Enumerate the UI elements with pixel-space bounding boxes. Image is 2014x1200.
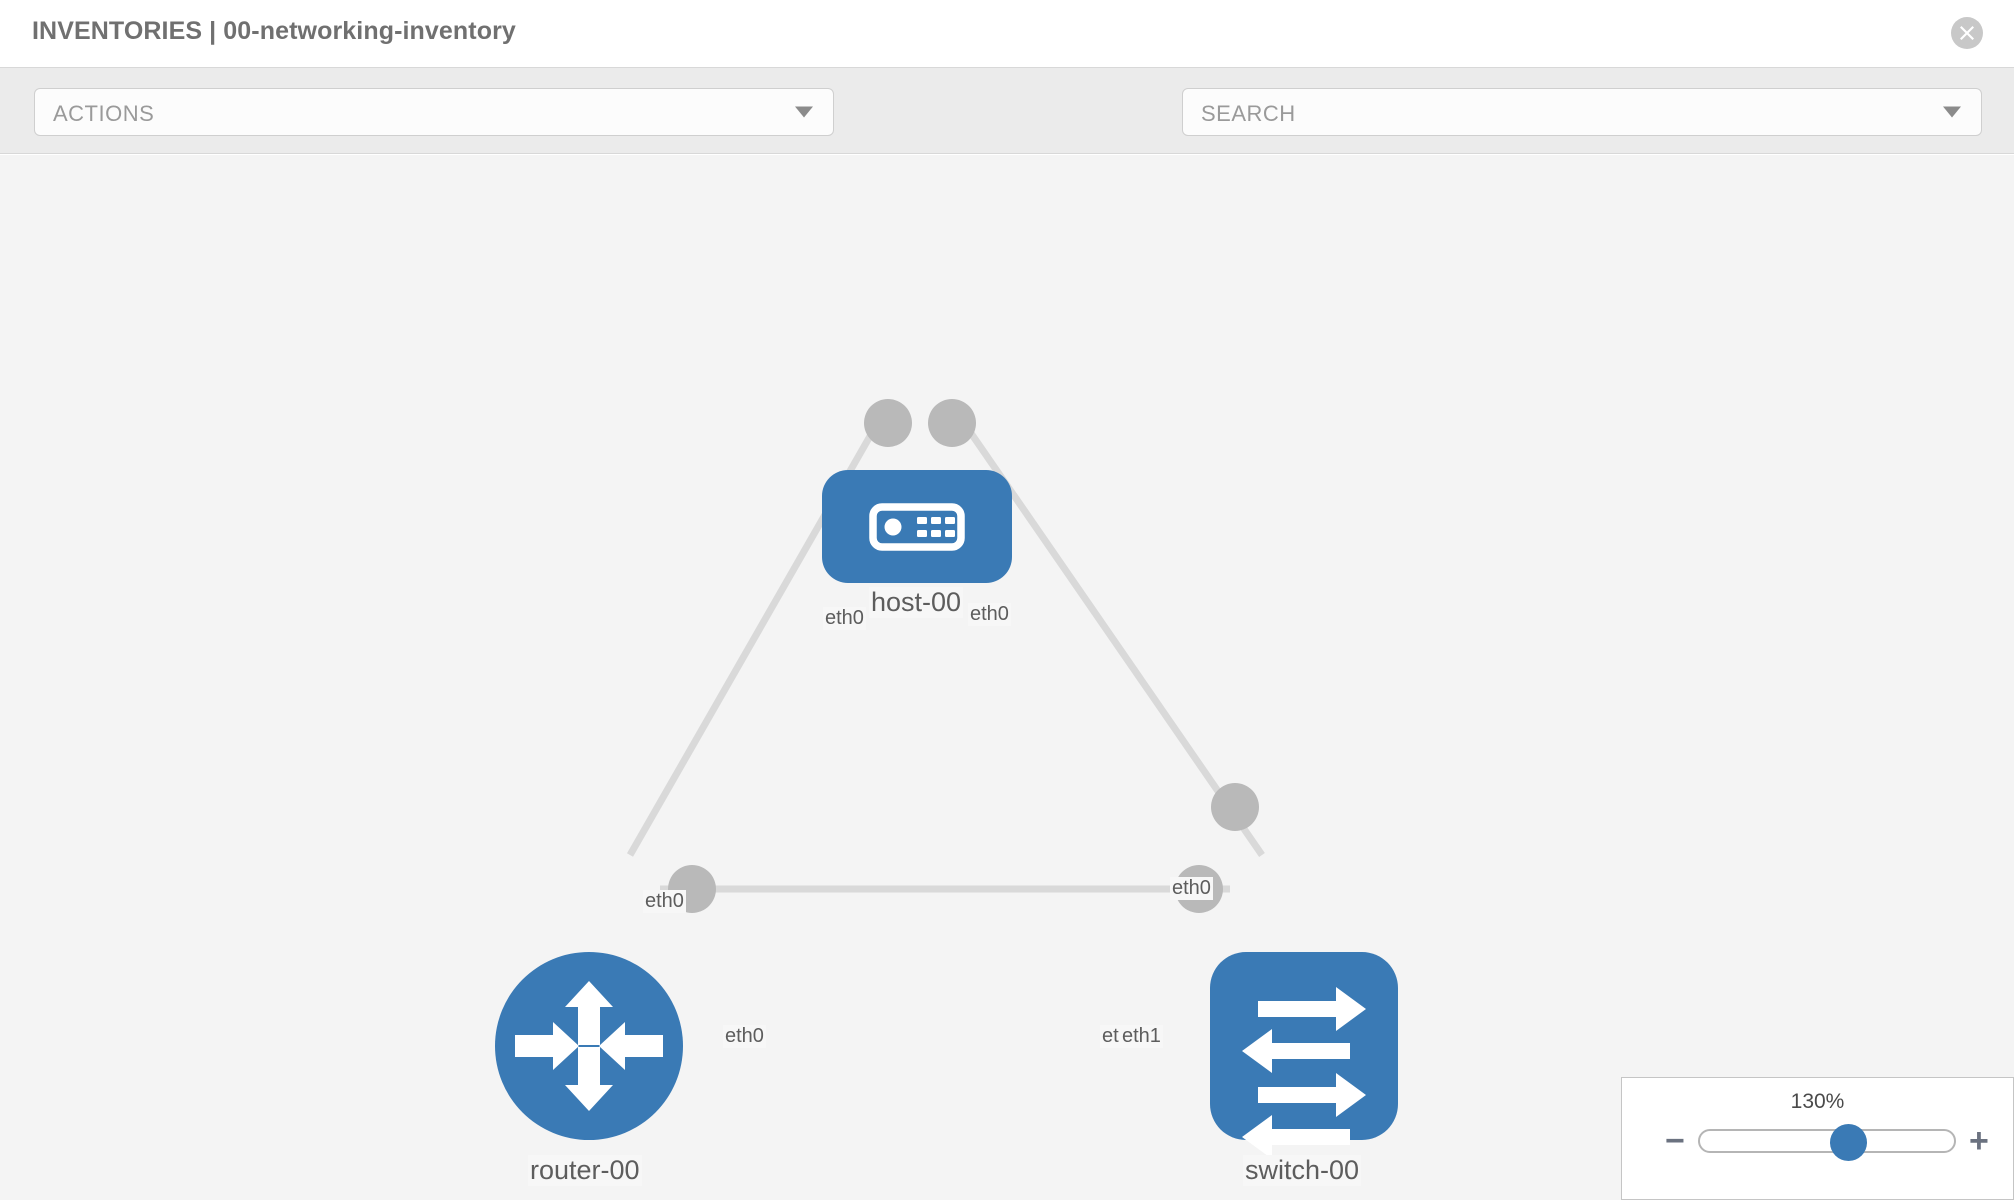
node-label-router-00: router-00 xyxy=(528,1155,642,1186)
zoom-slider-thumb[interactable] xyxy=(1830,1124,1867,1161)
connector-switch-top xyxy=(1211,783,1259,831)
iface-label-router-up: eth0 xyxy=(643,890,686,913)
node-router-00[interactable] xyxy=(495,952,683,1140)
node-label-host-00: host-00 xyxy=(869,587,964,618)
chevron-down-icon xyxy=(795,106,813,118)
iface-label-switch-up: eth0 xyxy=(1170,877,1213,900)
zoom-in-button[interactable]: + xyxy=(1969,1122,1989,1160)
connector-host-left xyxy=(864,399,912,447)
zoom-out-button[interactable]: − xyxy=(1665,1122,1685,1160)
actions-label: ACTIONS xyxy=(53,101,155,126)
zoom-control-panel: 130% − + xyxy=(1621,1077,2014,1200)
search-input[interactable]: SEARCH xyxy=(1182,88,1982,136)
server-icon xyxy=(869,503,965,551)
node-host-00[interactable] xyxy=(822,470,1012,583)
node-label-switch-00: switch-00 xyxy=(1243,1155,1362,1186)
close-button[interactable] xyxy=(1951,17,1983,49)
actions-dropdown[interactable]: ACTIONS xyxy=(34,88,834,136)
switch-icon xyxy=(1242,987,1366,1159)
zoom-level-value: 130% xyxy=(1790,1090,1845,1113)
iface-label-router-right: eth0 xyxy=(723,1025,766,1048)
page-title: INVENTORIES | 00-networking-inventory xyxy=(32,17,516,45)
close-icon xyxy=(1960,26,1974,40)
chevron-down-icon xyxy=(1943,106,1961,118)
iface-label-switch-left-b: eth1 xyxy=(1120,1025,1163,1048)
iface-label-host-right: eth0 xyxy=(968,603,1011,626)
topology-graph xyxy=(495,399,1398,1159)
zoom-slider[interactable] xyxy=(1698,1124,1956,1161)
node-switch-00[interactable] xyxy=(1210,952,1398,1159)
iface-label-host-left: eth0 xyxy=(823,607,866,630)
router-icon xyxy=(515,981,663,1111)
connector-host-right xyxy=(928,399,976,447)
search-placeholder: SEARCH xyxy=(1201,101,1296,126)
topology-canvas[interactable]: host-00 router-00 switch-00 eth0 eth0 et… xyxy=(0,155,2014,1200)
page-header: INVENTORIES | 00-networking-inventory xyxy=(0,0,2014,68)
toolbar: ACTIONS SEARCH xyxy=(0,68,2014,195)
